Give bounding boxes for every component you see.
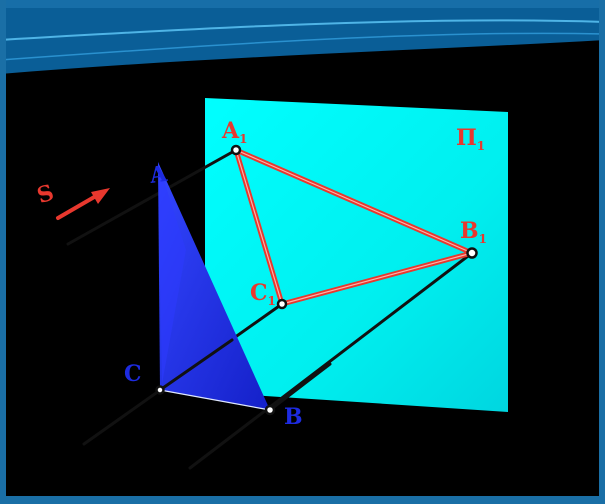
- plane-label: Π1: [456, 125, 485, 153]
- triangle-vertices: [155, 385, 276, 416]
- label-a: A: [147, 161, 169, 189]
- label-c: C: [124, 361, 142, 387]
- label-a1: A1: [221, 118, 247, 146]
- plane-label-sub: 1: [477, 139, 485, 153]
- label-b: B: [284, 404, 303, 430]
- direction-label: S: [34, 180, 57, 210]
- svg-text:Π1: Π1: [456, 125, 485, 153]
- svg-text:A1: A1: [221, 118, 247, 146]
- vertex-c1-marker: [276, 298, 288, 310]
- direction-arrow: S: [34, 180, 110, 220]
- vertex-a1-marker: [230, 144, 242, 156]
- vertex-b-marker: [264, 404, 276, 416]
- plane-label-main: Π: [456, 125, 477, 151]
- projecting-line-a: [66, 148, 238, 246]
- vertex-b1-marker: [466, 247, 478, 259]
- svg-text:C1: C1: [250, 280, 276, 308]
- projected-triangle: [233, 147, 475, 307]
- projecting-lines-front: [158, 338, 332, 412]
- projected-vertices: [230, 144, 478, 310]
- svg-text:B1: B1: [460, 218, 487, 246]
- original-triangle: [158, 162, 271, 411]
- projection-plane: [205, 98, 508, 412]
- vertex-c-marker: [155, 385, 165, 395]
- label-c1: C1: [250, 280, 276, 308]
- projecting-line-b: [188, 251, 474, 470]
- label-b1: B1: [460, 218, 487, 246]
